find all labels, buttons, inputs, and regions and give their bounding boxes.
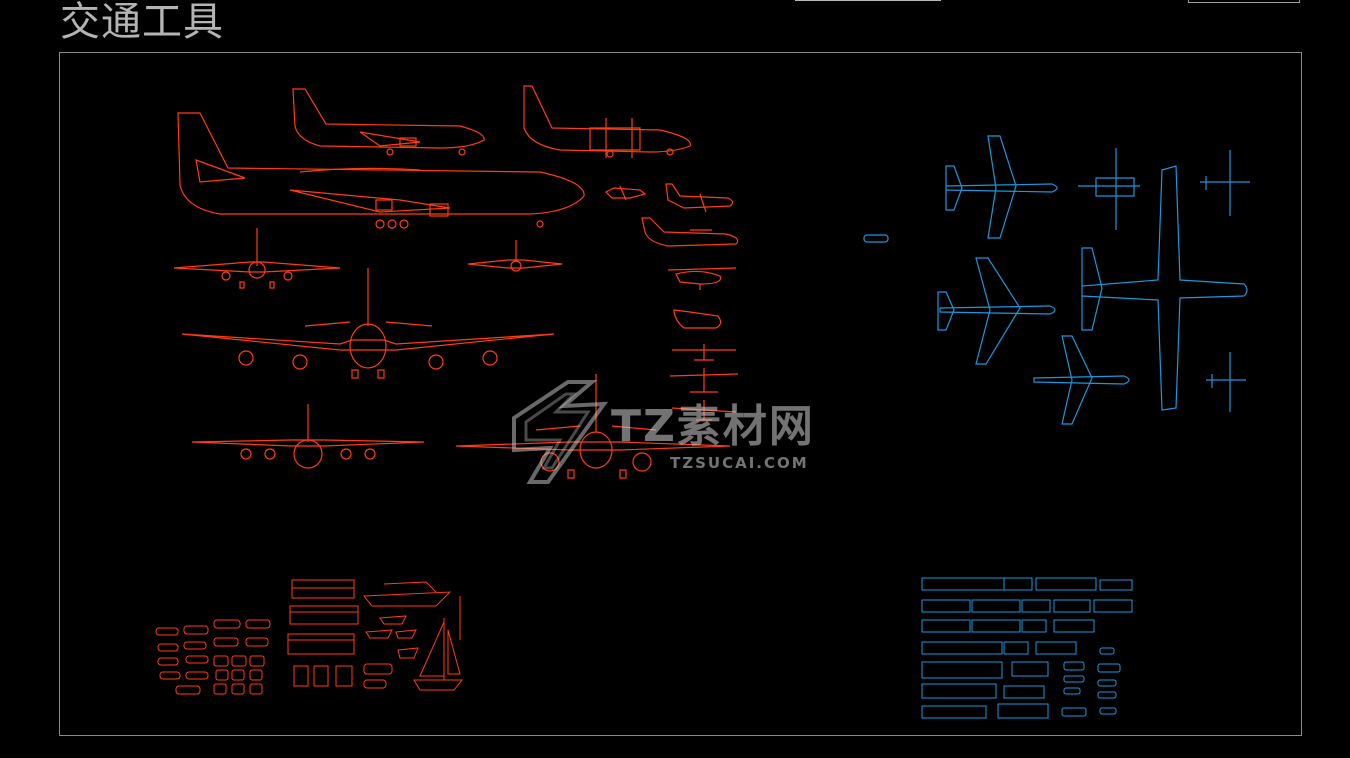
top-scrollbar-left[interactable] xyxy=(795,0,941,1)
small-prop-plane-2 xyxy=(665,183,734,213)
helicopter-2 xyxy=(673,309,722,329)
prop-plane-plan-2 xyxy=(1200,150,1250,216)
watermark: TZ素材网 TZSUCAI.COM xyxy=(508,378,848,488)
jet-front-view-1 xyxy=(173,228,341,289)
watermark-site: TZSUCAI.COM xyxy=(670,454,809,472)
blue-aircraft-group xyxy=(863,135,1250,425)
boat-side-views xyxy=(362,581,452,689)
jet-plan-view-2 xyxy=(937,257,1056,365)
page-title: 交通工具 xyxy=(60,0,224,45)
bus-truck-side-views xyxy=(287,579,359,687)
jumbo-jet-side-view xyxy=(177,112,585,229)
blue-vehicles-group xyxy=(921,577,1133,719)
cargo-plane-front-view xyxy=(191,404,425,469)
small-aircraft-plan-3 xyxy=(1206,352,1246,412)
helicopter-1 xyxy=(667,267,737,290)
cargo-plane-plan-view xyxy=(1081,165,1248,411)
watermark-logo-icon xyxy=(512,380,609,484)
prop-plane-plan-1 xyxy=(1078,148,1140,230)
top-scrollbar-right[interactable] xyxy=(1188,0,1300,3)
small-prop-plane-1 xyxy=(604,185,647,201)
small-boat-plan xyxy=(863,234,889,243)
drawing-frame xyxy=(59,52,1302,736)
small-aircraft-front-2 xyxy=(671,400,737,421)
light-aircraft-front xyxy=(672,344,736,361)
business-jet-side xyxy=(641,217,739,247)
car-side-views xyxy=(155,619,271,695)
red-vehicles-group xyxy=(155,579,464,695)
jumbo-jet-front-view xyxy=(181,268,555,379)
watermark-brand: TZ素材网 xyxy=(611,401,815,452)
rotor-top xyxy=(669,368,739,393)
jet-side-view xyxy=(292,88,485,156)
sailboat-side-view xyxy=(413,596,464,691)
jet-plan-view-1 xyxy=(945,135,1058,239)
bizjet-plan-view xyxy=(1033,335,1130,425)
jet-front-view-2 xyxy=(467,240,563,272)
cargo-plane-side-view xyxy=(523,85,691,158)
